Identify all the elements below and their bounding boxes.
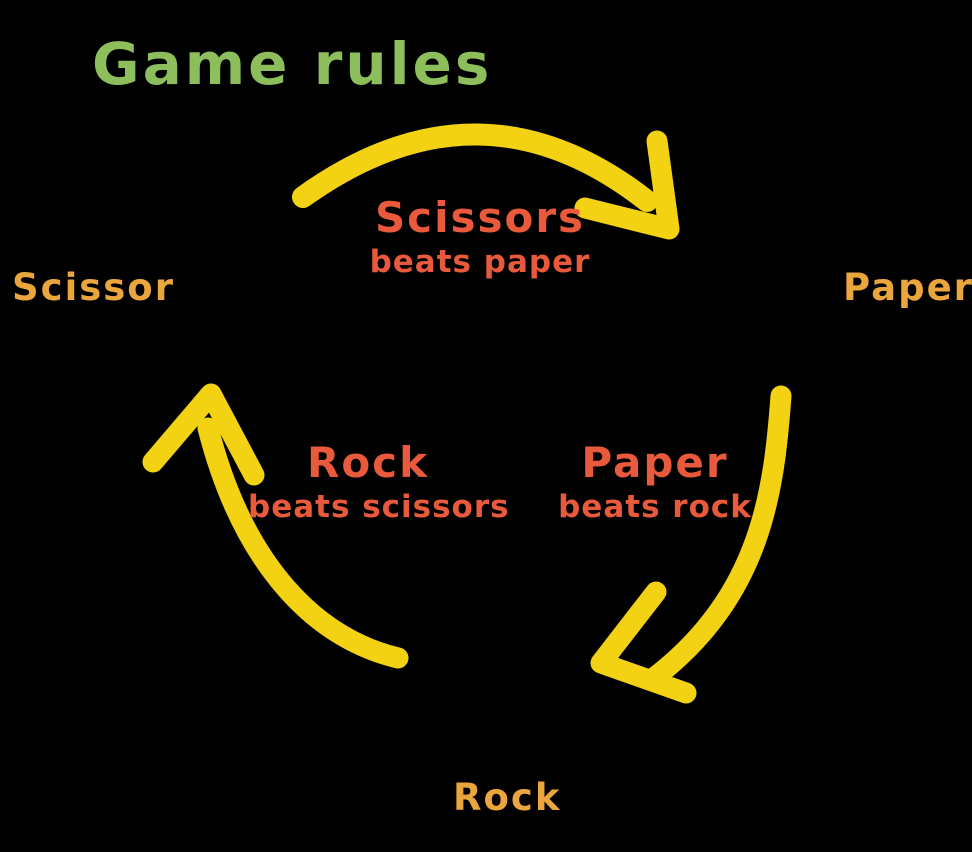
arrow-paper-to-rock-icon bbox=[590, 385, 792, 704]
edge-rule: beats paper bbox=[369, 244, 591, 280]
page-title: Game rules bbox=[92, 30, 493, 98]
edge-winner: Paper bbox=[581, 438, 729, 487]
arrow-head-icon bbox=[142, 383, 265, 486]
node-label-rock: Rock bbox=[453, 776, 562, 819]
edge-label-scissors-beats-paper: Scissors beats paper bbox=[330, 193, 630, 281]
edge-winner: Scissors bbox=[374, 193, 586, 242]
node-label-scissor: Scissor bbox=[12, 266, 175, 309]
edge-rule: beats scissors bbox=[248, 489, 510, 525]
arrow-shaft bbox=[292, 123, 658, 212]
arrow-head-icon bbox=[590, 581, 697, 704]
arrow-rock-to-scissors-icon bbox=[142, 383, 409, 669]
edge-label-paper-beats-rock: Paper beats rock bbox=[535, 438, 775, 526]
node-label-paper: Paper bbox=[843, 266, 972, 309]
arrow-shaft bbox=[197, 417, 409, 669]
arrow-shaft bbox=[643, 385, 792, 689]
edge-winner: Rock bbox=[306, 438, 430, 487]
edge-label-rock-beats-scissors: Rock beats scissors bbox=[248, 438, 510, 526]
edge-rule: beats rock bbox=[558, 489, 752, 525]
arrow-scissors-to-paper-icon bbox=[292, 123, 680, 240]
arrow-head-icon bbox=[574, 130, 680, 240]
